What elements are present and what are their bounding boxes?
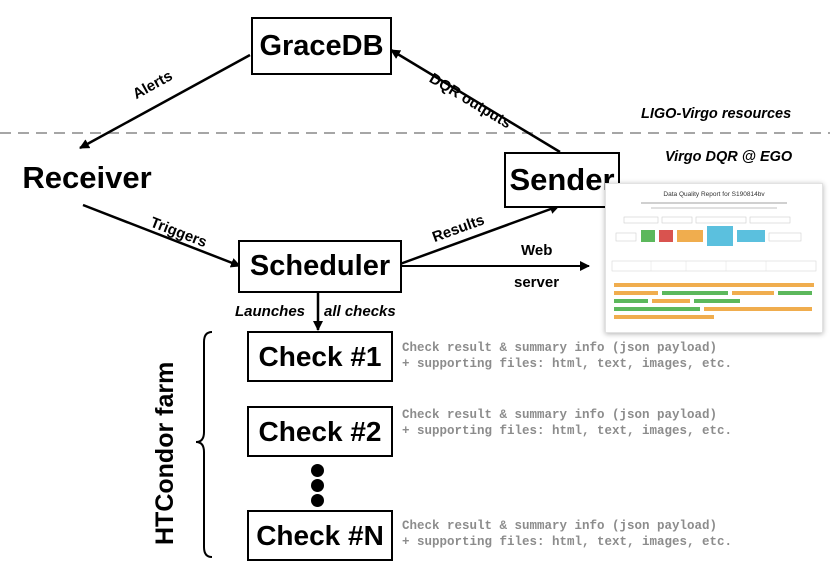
gracedb-label: GraceDB <box>259 29 384 62</box>
check-1-label: Check #1 <box>258 340 382 372</box>
web-report-thumbnail: Data Quality Report for S190814bv <box>605 183 823 333</box>
check-2-info: Check result & summary info (json payloa… <box>402 407 732 439</box>
htcondor-zone-label: HTCondor farm <box>151 361 179 545</box>
sender-node: Sender <box>504 152 620 208</box>
arrow-alerts <box>79 53 251 150</box>
virgo-dqr-zone-label: Virgo DQR @ EGO <box>665 149 793 165</box>
thumbnail-title: Data Quality Report for S190814bv <box>663 191 765 198</box>
check-2-node: Check #2 <box>247 406 393 457</box>
ellipsis-dot <box>311 494 324 507</box>
gracedb-node: GraceDB <box>251 17 392 75</box>
server-label: server <box>514 274 560 291</box>
htcondor-brace <box>195 331 213 558</box>
all-checks-label: all checks <box>324 303 396 320</box>
ellipsis-dot <box>311 479 324 492</box>
check-1-info: Check result & summary info (json payloa… <box>402 340 732 372</box>
check-info-line2: + supporting files: html, text, images, … <box>402 535 733 549</box>
check-info-line2: + supporting files: html, text, images, … <box>402 357 733 371</box>
arrow-dqr-outputs <box>390 48 561 154</box>
arrow-triggers <box>82 203 241 268</box>
launches-label: Launches <box>235 303 306 320</box>
web-label: Web <box>521 242 553 259</box>
thumbnail-mockup <box>611 202 817 319</box>
check-n-node: Check #N <box>247 510 393 561</box>
check-info-line1: Check result & summary info (json payloa… <box>402 408 718 422</box>
receiver-label: Receiver <box>22 160 152 195</box>
check-1-node: Check #1 <box>247 331 393 382</box>
check-2-label: Check #2 <box>258 415 382 447</box>
receiver-node: Receiver <box>7 151 167 205</box>
ligo-virgo-zone-label: LIGO-Virgo resources <box>641 106 792 122</box>
ellipsis-dot <box>311 464 324 477</box>
scheduler-node: Scheduler <box>238 240 402 293</box>
check-info-line1: Check result & summary info (json payloa… <box>402 341 718 355</box>
check-n-info: Check result & summary info (json payloa… <box>402 518 732 550</box>
check-info-line1: Check result & summary info (json payloa… <box>402 519 718 533</box>
scheduler-label: Scheduler <box>249 250 391 282</box>
sender-label: Sender <box>509 162 615 197</box>
check-n-label: Check #N <box>256 519 384 551</box>
check-info-line2: + supporting files: html, text, images, … <box>402 424 733 438</box>
arrow-results <box>399 204 560 266</box>
